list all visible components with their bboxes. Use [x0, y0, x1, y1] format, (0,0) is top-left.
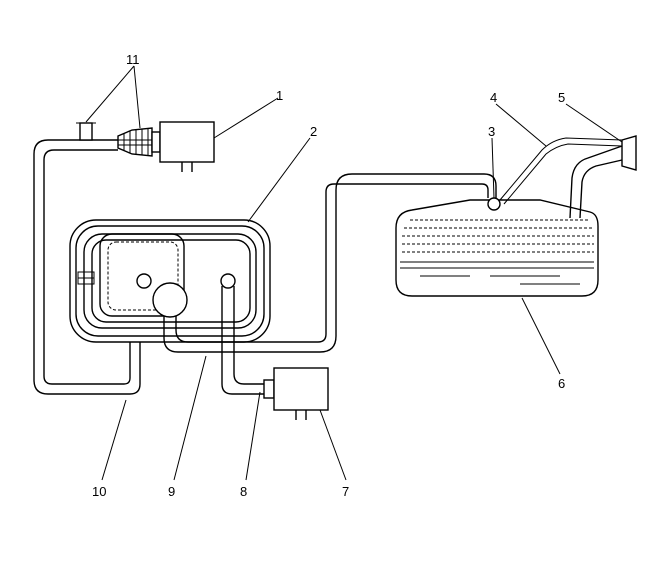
callout-7: 7	[342, 484, 349, 499]
callout-10: 10	[92, 484, 106, 499]
purge-solenoid	[263, 367, 329, 420]
callout-2: 2	[310, 124, 317, 139]
hose-canister-to-tank	[163, 173, 497, 353]
evap-canister	[69, 219, 271, 343]
hose-canister-to-purge	[221, 286, 264, 395]
callout-5: 5	[558, 90, 565, 105]
callout-6: 6	[558, 376, 565, 391]
callout-1: 1	[276, 88, 283, 103]
hose-canister-to-filter	[33, 139, 141, 395]
leader-lines	[85, 65, 623, 481]
rollover-valve	[487, 197, 501, 211]
filler-neck	[569, 135, 637, 219]
callout-4: 4	[490, 90, 497, 105]
vent-fitting	[76, 122, 96, 141]
callout-3: 3	[488, 124, 495, 139]
fuel-tank	[395, 199, 599, 297]
vent-solenoid	[151, 121, 215, 172]
vapor-line	[499, 137, 623, 205]
callout-9: 9	[168, 484, 175, 499]
callout-11: 11	[126, 52, 140, 67]
callout-8: 8	[240, 484, 247, 499]
filter-element	[117, 127, 153, 157]
